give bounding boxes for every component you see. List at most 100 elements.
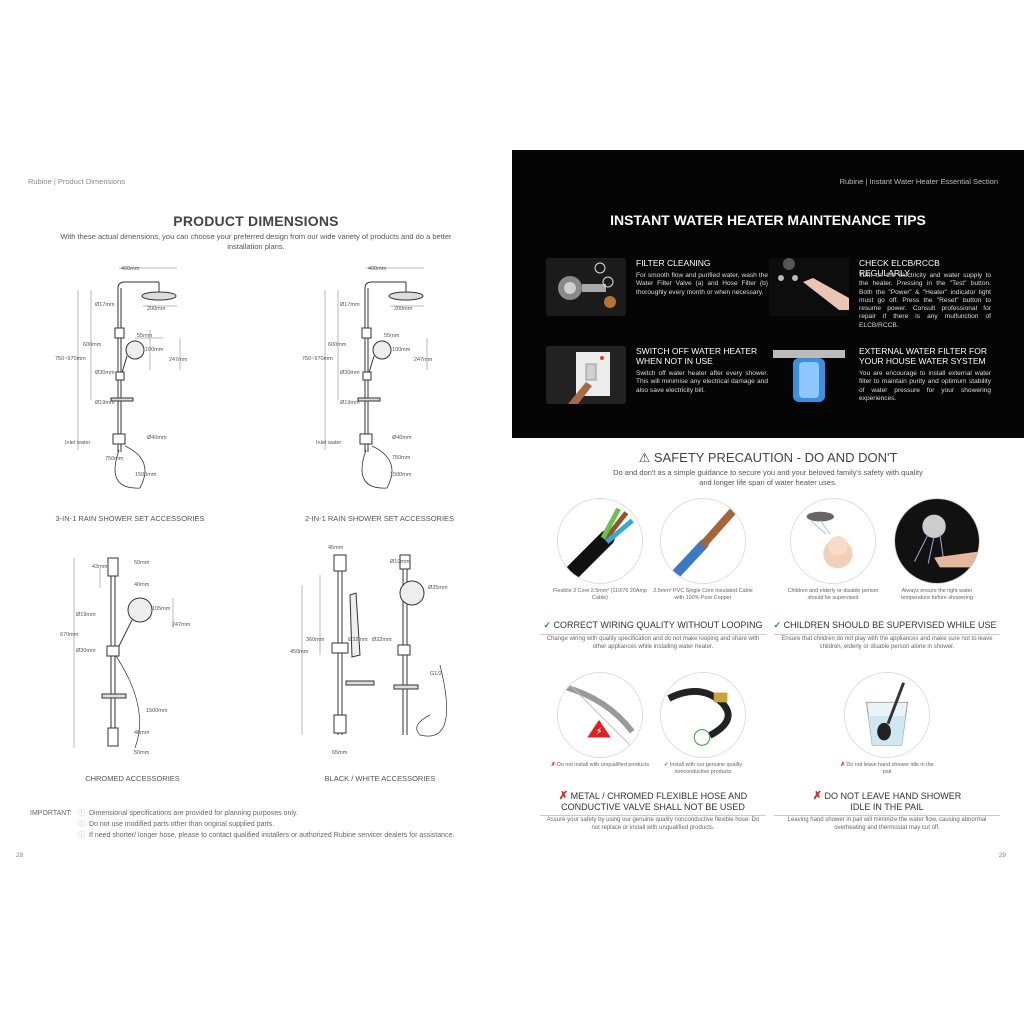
dim-label: 200mm bbox=[147, 306, 166, 312]
section-desc: Leaving hand shower in pail will minimiz… bbox=[787, 817, 987, 831]
dim-label: 55mm bbox=[137, 333, 153, 339]
dim-label: 1500mm bbox=[146, 708, 168, 714]
important-note: Dimensional specifications are provided … bbox=[78, 808, 508, 819]
tip-filter-cleaning: FILTER CLEANING For smooth flow and puri… bbox=[546, 258, 786, 338]
cross-icon: ✗ bbox=[812, 790, 822, 802]
caption-black-white: BLACK / WHITE ACCESSORIES bbox=[324, 774, 436, 783]
dim-label: G1/2 bbox=[430, 671, 442, 677]
dim-label: 1500mm bbox=[390, 472, 412, 478]
tip-body: Switch off water heater after every show… bbox=[636, 370, 768, 394]
dim-label: Ø32mm bbox=[348, 637, 368, 643]
important-note: If need shorter/ longer hose, please to … bbox=[78, 830, 508, 841]
filter-valve-icon bbox=[546, 258, 626, 316]
child-shower-image bbox=[790, 498, 876, 584]
tip-check-elcb: CHECK ELCB/RCCB REGULARLY Turn on the el… bbox=[769, 258, 1009, 338]
hand-shower-pail-image bbox=[844, 672, 930, 758]
metal-hose-image: ⚡ bbox=[557, 672, 643, 758]
section-desc: Assure your safety by using our genuine … bbox=[546, 817, 760, 831]
product-dimensions-intro: With these actual dimensions, you can ch… bbox=[60, 232, 452, 251]
check-icon: ✓ bbox=[773, 620, 782, 630]
left-page: Rubine | Product Dimensions PRODUCT DIME… bbox=[0, 150, 512, 870]
single-core-cable-image bbox=[660, 498, 746, 584]
dim-label: 40mm bbox=[134, 730, 150, 736]
running-header-right: Rubine | Instant Water Heater Essential … bbox=[839, 177, 998, 186]
three-core-cable-image bbox=[557, 498, 643, 584]
dim-label: 40mm bbox=[134, 582, 150, 588]
dim-label: 670mm bbox=[60, 632, 79, 638]
circle-caption: 2.5mm² PVC Single Core Insulated Cable w… bbox=[653, 588, 753, 601]
tip-heading: SWITCH OFF WATER HEATER WHEN NOT IN USE bbox=[636, 346, 758, 366]
dim-label: Ø35mm bbox=[428, 585, 448, 591]
divider bbox=[774, 815, 1000, 816]
check-icon: ✓ bbox=[663, 762, 669, 768]
divider bbox=[774, 634, 1000, 635]
nonconductive-hose-image bbox=[660, 672, 746, 758]
cross-icon: ✗ bbox=[840, 762, 845, 768]
dim-label: 50mm bbox=[134, 750, 150, 756]
tip-external-filter: EXTERNAL WATER FILTER FOR YOUR HOUSE WAT… bbox=[769, 346, 1009, 426]
dim-label: 43mm bbox=[92, 564, 108, 570]
maintenance-title: INSTANT WATER HEATER MAINTENANCE TIPS bbox=[610, 212, 926, 228]
cross-icon: ✗ bbox=[558, 790, 569, 802]
dim-label: Inlet water bbox=[316, 440, 342, 446]
dim-label: 50mm bbox=[134, 560, 150, 566]
caption-chromed: CHROMED ACCESSORIES bbox=[85, 774, 180, 783]
dim-label: 600mm bbox=[328, 342, 347, 348]
water-temperature-image bbox=[894, 498, 980, 584]
dim-label: Ø32mm bbox=[372, 637, 392, 643]
section-heading-pail: ✗ DO NOT LEAVE HAND SHOWER IDLE IN THE P… bbox=[774, 791, 1000, 812]
drawing-chromed-accessories: 50mm 43mm 40mm Ø19mm 105mm 247mm 670mm Ø… bbox=[60, 548, 210, 763]
safety-title-text: SAFETY PRECAUTION - DO AND DON'T bbox=[653, 450, 898, 465]
dim-label: Ø17mm bbox=[95, 302, 115, 308]
circle-caption: ✓ Install with our genuine quality nonco… bbox=[653, 762, 753, 776]
caption-3in1: 3-IN-1 RAIN SHOWER SET ACCESSORIES bbox=[55, 514, 205, 523]
drawing-black-white-accessories: 45mm Ø19mm Ø35mm 360mm Ø32mm Ø32mm 450mm… bbox=[290, 545, 470, 765]
dim-label: Ø40mm bbox=[147, 435, 167, 441]
circle-caption: Children and elderly or disable person s… bbox=[787, 588, 879, 601]
tip-heading: EXTERNAL WATER FILTER FOR YOUR HOUSE WAT… bbox=[859, 346, 987, 366]
section-heading-text: IDLE IN THE PAIL bbox=[850, 801, 924, 812]
tip-body: For smooth flow and purified water, wash… bbox=[636, 272, 768, 296]
section-heading-text: CONDUCTIVE VALVE SHALL NOT BE USED bbox=[561, 801, 745, 812]
circle-caption: ✗ Do not install with unqualified produc… bbox=[550, 762, 650, 769]
dim-label: 105mm bbox=[152, 606, 171, 612]
dim-label: Ø30mm bbox=[340, 370, 360, 376]
dim-label: 247mm bbox=[169, 357, 188, 363]
dim-label: 247mm bbox=[172, 622, 191, 628]
warning-triangle-icon: ⚠ bbox=[638, 450, 651, 465]
dim-label: Ø19mm bbox=[76, 612, 96, 618]
dim-label: Ø30mm bbox=[76, 648, 96, 654]
tip-heading: FILTER CLEANING bbox=[636, 258, 711, 268]
dim-label: 1500mm bbox=[135, 472, 157, 478]
cross-icon: ✗ bbox=[550, 762, 556, 768]
check-icon: ✓ bbox=[543, 620, 551, 630]
right-page: Rubine | Instant Water Heater Essential … bbox=[512, 150, 1024, 870]
dim-label: Ø30mm bbox=[95, 370, 115, 376]
caption-2in1: 2-IN-1 RAIN SHOWER SET ACCESSORIES bbox=[304, 514, 455, 523]
dim-label: 750~970mm bbox=[55, 356, 86, 362]
tip-switch-off: SWITCH OFF WATER HEATER WHEN NOT IN USE … bbox=[546, 346, 786, 426]
product-dimensions-title: PRODUCT DIMENSIONS bbox=[173, 213, 339, 229]
external-filter-icon bbox=[769, 346, 849, 404]
caption-text: Do not leave hand shower idle in the pai… bbox=[846, 762, 934, 775]
dim-label: 360mm bbox=[306, 637, 325, 643]
safety-intro: Do and don't as a simple guidance to sec… bbox=[613, 468, 923, 487]
dim-label: 750mm bbox=[105, 456, 124, 462]
dim-label: 45mm bbox=[328, 545, 344, 551]
circle-caption: ✗ Do not leave hand shower idle in the p… bbox=[837, 762, 937, 776]
test-button-icon bbox=[769, 258, 849, 316]
divider bbox=[540, 634, 766, 635]
dim-label: Ø19mm bbox=[95, 400, 115, 406]
dim-label: Ø17mm bbox=[340, 302, 360, 308]
safety-title: ⚠ SAFETY PRECAUTION - DO AND DON'T bbox=[512, 450, 1024, 466]
dim-label: Ø19mm bbox=[340, 400, 360, 406]
dim-label: 100mm bbox=[392, 347, 411, 353]
dim-label: 400mm bbox=[368, 266, 387, 272]
section-heading-text: CHILDREN SHOULD BE SUPERVISED WHILE USE bbox=[783, 620, 997, 630]
dim-label: Inlet water bbox=[65, 440, 91, 446]
section-heading-metal-hose: ✗ METAL / CHROMED FLEXIBLE HOSE AND COND… bbox=[538, 791, 768, 812]
section-heading-text: METAL / CHROMED FLEXIBLE HOSE AND bbox=[570, 791, 748, 801]
section-heading-text: CORRECT WIRING QUALITY WITHOUT LOOPING bbox=[553, 620, 763, 630]
tip-body: You are encourage to install external wa… bbox=[859, 370, 991, 402]
important-note: Do not use modified parts other than ori… bbox=[78, 819, 508, 830]
